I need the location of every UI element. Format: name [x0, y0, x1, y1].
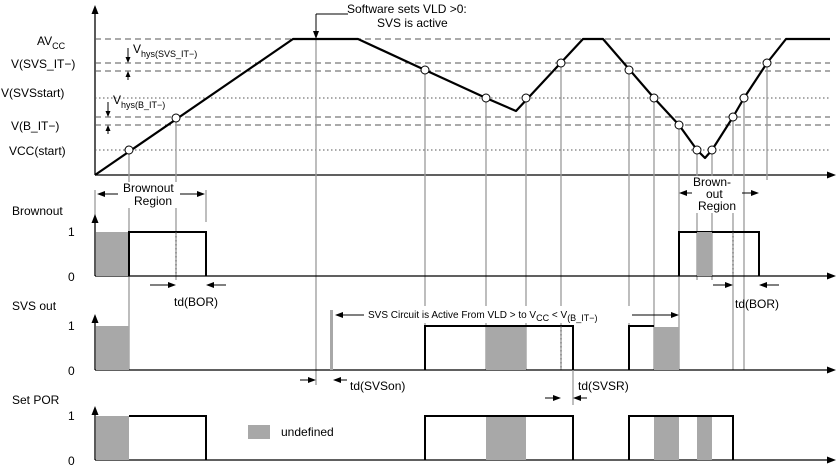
set-por-undefined-4: [697, 417, 712, 460]
set-por-undefined-2: [486, 417, 526, 460]
avcc-label: AVCC: [37, 34, 66, 51]
vsvsstart-label: V(SVSstart): [1, 86, 64, 100]
svs-out-low-label: 0: [68, 364, 75, 378]
set-por-undefined-1: [96, 416, 129, 460]
svs-out-undefined-spike: [330, 310, 333, 370]
brownout-pulse-1: [128, 231, 207, 276]
vhys-b-label: Vhys(B_IT−): [113, 93, 165, 110]
brownout-undefined-1: [96, 232, 129, 276]
set-por-undefined-3: [654, 417, 679, 460]
td-svson-label: td(SVSon): [350, 379, 405, 393]
svs-out-undefined-3: [654, 327, 679, 370]
legend-undefined-swatch: [248, 425, 270, 439]
brownout-region-1-line2: Region: [134, 194, 172, 208]
brownout-region-1: Brownout Region: [94, 181, 207, 222]
svs-out-high-label: 1: [68, 319, 75, 333]
svs-out-pulse-2: [628, 325, 654, 370]
set-por-pulse-3: [628, 415, 734, 460]
brownout-region-2-line2: out: [706, 187, 723, 201]
vccstart-label: VCC(start): [9, 144, 66, 158]
software-pointer-arrow: [313, 31, 319, 39]
vhys-svs-label: Vhys(SVS_IT−): [133, 42, 197, 59]
voltage-y-axis-arrow: [91, 5, 99, 14]
brownout-signal-label: Brownout: [12, 204, 63, 218]
brownout-region-1-line1: Brownout: [123, 181, 174, 195]
svs-out-pulse-1: [424, 325, 574, 370]
brownout-region-2-line1: Brown-: [693, 175, 731, 189]
set-por-pulse-1: [129, 415, 207, 460]
brownout-signal-panel: Brownout 1 0 td(BOR) td(BOR): [12, 204, 836, 311]
svs-out-undefined-2: [486, 327, 526, 370]
brownout-pulse-2: [678, 231, 760, 276]
threshold-crossings: [124, 58, 772, 155]
svs-out-signal-panel: SVS out 1 0 SVS Circuit is Active From V…: [12, 299, 836, 405]
brownout-undefined-2: [697, 232, 712, 276]
svs-active-note: SVS Circuit is Active From VLD > to VCC …: [368, 310, 597, 323]
set-por-high-label: 1: [68, 409, 75, 423]
td-svsr-label: td(SVSR): [578, 379, 629, 393]
svs-out-signal-label: SVS out: [12, 299, 57, 313]
vsvs-it-label: V(SVS_IT−): [11, 57, 75, 71]
set-por-pulse-2: [424, 415, 574, 460]
software-note-line1: Software sets VLD >0:: [347, 2, 467, 16]
set-por-signal-label: Set POR: [12, 393, 60, 407]
vcc-waveform: [94, 37, 830, 176]
set-por-low-label: 0: [68, 454, 75, 468]
td-bor-1-label: td(BOR): [174, 295, 218, 309]
vhys-svs-marker: Vhys(SVS_IT−): [125, 42, 197, 80]
vhys-b-marker: Vhys(B_IT−): [105, 93, 165, 134]
td-bor-2-label: td(BOR): [735, 297, 779, 311]
brownout-region-2-line3: Region: [698, 199, 736, 213]
supply-voltage-panel: AVCC V(SVS_IT−) V(SVSstart) V(B_IT−) VCC…: [1, 2, 836, 385]
svs-out-undefined-1: [96, 326, 129, 370]
set-por-signal-panel: Set POR 1 0 undefined: [12, 393, 836, 468]
software-note-line2: SVS is active: [377, 16, 448, 30]
guide-lines: [128, 39, 768, 385]
vb-it-label: V(B_IT−): [11, 119, 59, 133]
legend-undefined-label: undefined: [281, 425, 334, 439]
time-axis-top-arrow: [827, 171, 836, 179]
brownout-high-label: 1: [68, 225, 75, 239]
brownout-region-2: Brown- out Region: [679, 175, 759, 213]
brownout-low-label: 0: [68, 270, 75, 284]
